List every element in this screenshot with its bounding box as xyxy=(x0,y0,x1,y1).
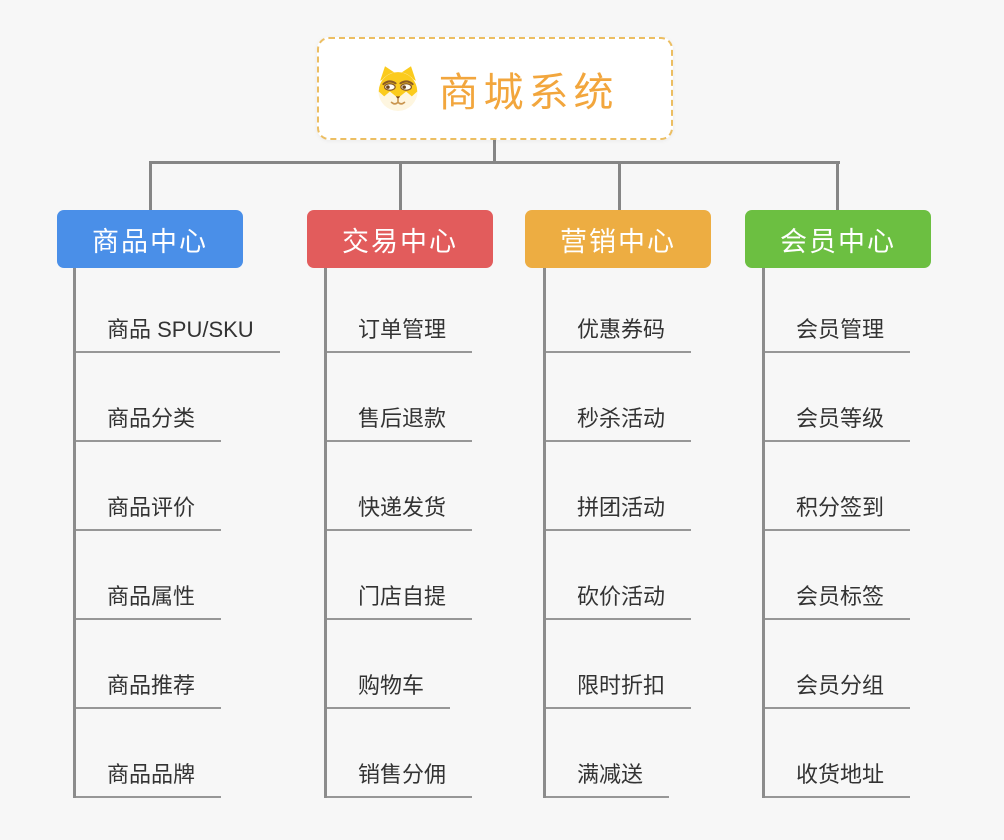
child-row: 会员标签 xyxy=(765,531,911,620)
child-row: 商品属性 xyxy=(76,531,280,620)
children-column-products: 商品 SPU/SKU 商品分类 商品评价 商品属性 商品推荐 商品品牌 xyxy=(73,268,280,798)
child-node[interactable]: 订单管理 xyxy=(327,312,473,353)
child-row: 会员等级 xyxy=(765,353,911,442)
child-node[interactable]: 积分签到 xyxy=(765,490,911,531)
child-node[interactable]: 售后退款 xyxy=(327,401,473,442)
child-row: 积分签到 xyxy=(765,442,911,531)
branch-node-members[interactable]: 会员中心 xyxy=(745,210,931,268)
child-row: 收货地址 xyxy=(765,709,911,798)
child-node[interactable]: 会员等级 xyxy=(765,401,911,442)
connector-drop xyxy=(836,161,839,210)
child-row: 限时折扣 xyxy=(546,620,692,709)
child-node[interactable]: 砍价活动 xyxy=(546,579,692,620)
child-node[interactable]: 限时折扣 xyxy=(546,668,692,709)
branch-node-marketing[interactable]: 营销中心 xyxy=(525,210,711,268)
child-row: 会员分组 xyxy=(765,620,911,709)
child-node[interactable]: 商品推荐 xyxy=(76,668,222,709)
child-node[interactable]: 会员分组 xyxy=(765,668,911,709)
child-node[interactable]: 商品属性 xyxy=(76,579,222,620)
child-node[interactable]: 购物车 xyxy=(327,668,451,709)
child-node[interactable]: 商品评价 xyxy=(76,490,222,531)
child-node[interactable]: 秒杀活动 xyxy=(546,401,692,442)
child-node[interactable]: 门店自提 xyxy=(327,579,473,620)
child-row: 门店自提 xyxy=(327,531,473,620)
child-row: 快递发货 xyxy=(327,442,473,531)
child-row: 秒杀活动 xyxy=(546,353,692,442)
child-node[interactable]: 优惠券码 xyxy=(546,312,692,353)
connector-drop xyxy=(399,161,402,210)
child-row: 订单管理 xyxy=(327,268,473,353)
child-node[interactable]: 满减送 xyxy=(546,757,670,798)
dog-face-icon xyxy=(372,63,424,115)
root-node[interactable]: 商城系统 xyxy=(317,37,673,140)
child-row: 拼团活动 xyxy=(546,442,692,531)
children-column-members: 会员管理 会员等级 积分签到 会员标签 会员分组 收货地址 xyxy=(762,268,911,798)
connector-drop xyxy=(149,161,152,210)
branch-node-trade[interactable]: 交易中心 xyxy=(307,210,493,268)
child-node[interactable]: 快递发货 xyxy=(327,490,473,531)
child-node[interactable]: 拼团活动 xyxy=(546,490,692,531)
child-row: 砍价活动 xyxy=(546,531,692,620)
child-node[interactable]: 商品分类 xyxy=(76,401,222,442)
branch-node-products[interactable]: 商品中心 xyxy=(57,210,243,268)
child-row: 商品品牌 xyxy=(76,709,280,798)
connector-root-stub xyxy=(493,139,496,163)
child-node[interactable]: 销售分佣 xyxy=(327,757,473,798)
child-row: 商品推荐 xyxy=(76,620,280,709)
child-node[interactable]: 会员管理 xyxy=(765,312,911,353)
child-row: 售后退款 xyxy=(327,353,473,442)
children-column-marketing: 优惠券码 秒杀活动 拼团活动 砍价活动 限时折扣 满减送 xyxy=(543,268,692,798)
child-row: 商品评价 xyxy=(76,442,280,531)
connector-drop xyxy=(618,161,621,210)
root-title: 商城系统 xyxy=(438,70,619,115)
child-node[interactable]: 收货地址 xyxy=(765,757,911,798)
child-row: 会员管理 xyxy=(765,268,911,353)
child-row: 优惠券码 xyxy=(546,268,692,353)
child-row: 购物车 xyxy=(327,620,472,709)
child-row: 商品分类 xyxy=(76,353,280,442)
child-node[interactable]: 商品品牌 xyxy=(76,757,222,798)
child-node[interactable]: 商品 SPU/SKU xyxy=(76,312,280,353)
children-column-trade: 订单管理 售后退款 快递发货 门店自提 购物车 销售分佣 xyxy=(324,268,473,798)
connector-bus xyxy=(149,161,840,164)
child-node[interactable]: 会员标签 xyxy=(765,579,911,620)
child-row: 商品 SPU/SKU xyxy=(76,268,280,353)
child-row: 销售分佣 xyxy=(327,709,473,798)
child-row: 满减送 xyxy=(546,709,691,798)
